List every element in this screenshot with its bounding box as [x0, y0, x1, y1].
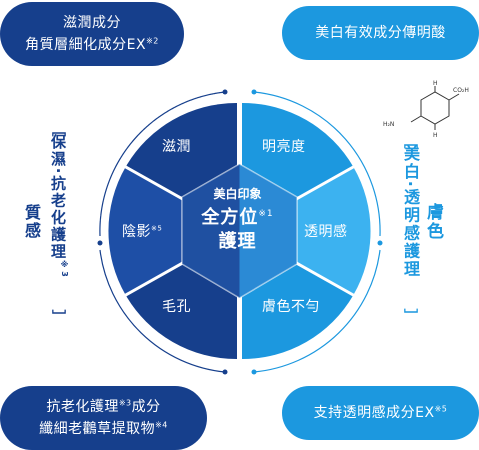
- cyclohexane-ring: [420, 91, 450, 125]
- center-line-2: 全方位※1: [175, 202, 300, 230]
- pill-text: 美白有效成分傳明酸: [315, 25, 446, 41]
- bracket-top-right: ﹇: [404, 135, 418, 151]
- outer-arc-left: [99, 91, 226, 237]
- cell-label-moisture: 滋潤: [162, 139, 191, 155]
- inner-hexagon-left-shade: [182, 164, 240, 298]
- outer-arc-right: [253, 91, 381, 237]
- center-line-3: 護理: [218, 231, 257, 252]
- bond-right: [448, 93, 460, 101]
- pill-whitening-ingredient: 美白有效成分傳明酸: [282, 6, 479, 60]
- bracket-bottom-right: ﹈: [404, 309, 418, 325]
- pill-moisturizing-ingredients: 滋潤成分 角質層細化成分EX※2: [0, 2, 184, 66]
- segment-right: [242, 167, 371, 295]
- inner-hexagon-right-shade: [239, 164, 297, 298]
- bracket-top-left: ﹇: [52, 123, 66, 139]
- arc-dot-l: [97, 240, 103, 246]
- cell-text: 陰影: [122, 224, 151, 240]
- footnote-mark: ※2: [146, 36, 159, 46]
- pill-text: 抗老化護理: [46, 399, 119, 415]
- footnote-mark: ※5: [434, 404, 448, 414]
- cell-label-pores: 毛孔: [162, 299, 191, 315]
- cell-label-clarity: 透明感: [304, 224, 348, 240]
- label-whitening-clarity: 美白‧透明感護理: [401, 145, 420, 279]
- footnote-mark: ※3: [118, 398, 132, 408]
- inner-hexagon-outline: [181, 163, 298, 299]
- footnote-mark: ※5: [151, 224, 163, 233]
- label-moisture-antiaging: 保濕‧抗老化護理※3: [47, 134, 75, 279]
- bracket-bottom-left: ﹈: [52, 310, 66, 326]
- hydrogen-top: H: [433, 80, 438, 87]
- arc-dot-bl: [222, 369, 228, 375]
- pill-text: 角質層細化成分EX: [25, 37, 147, 53]
- center-text: 全方位: [201, 207, 259, 228]
- hydrogen-bottom: H: [433, 132, 438, 139]
- center-line-1: 美白印象: [213, 187, 262, 201]
- pill-antiaging-ingredients: 抗老化護理※3成分 纖細老鸛草提取物※4: [0, 386, 207, 450]
- arc-dot-r: [377, 240, 383, 246]
- cell-label-brightness: 明亮度: [262, 139, 306, 155]
- arc-dot-tr: [251, 89, 257, 95]
- arc-dot-br: [251, 369, 257, 375]
- label-skin-tone: 膚色: [423, 203, 443, 241]
- bond-left: [410, 115, 422, 123]
- cell-label-uneven-tone: 膚色不勻: [262, 299, 320, 315]
- arc-dot-tl: [222, 89, 228, 95]
- pill-clarity-ingredient: 支持透明感成分EX※5: [282, 386, 479, 440]
- footnote-mark: ※1: [258, 209, 274, 219]
- pill-text: 滋潤成分: [63, 15, 121, 31]
- footnote-mark: ※3: [60, 260, 69, 279]
- label-texture: 質感: [22, 204, 41, 240]
- segment-left: [108, 167, 237, 295]
- pill-text: 纖細老鸛草提取物: [39, 421, 156, 437]
- label-text: 保濕‧抗老化護理: [49, 134, 67, 261]
- pill-text: 支持透明感成分EX: [313, 405, 435, 421]
- outer-arc-left-lower: [99, 249, 226, 373]
- footnote-mark: ※4: [155, 420, 168, 430]
- tranexamic-acid-structure-icon: H₂N CO₂H H H: [383, 80, 469, 139]
- outer-arc-right-lower: [253, 249, 381, 373]
- carboxyl-label: CO₂H: [453, 87, 469, 94]
- pill-text: 成分: [131, 399, 161, 415]
- cell-label-shadow: 陰影※5: [122, 221, 162, 241]
- center-title: 美白印象 全方位※1 護理: [175, 186, 300, 254]
- amine-label: H₂N: [383, 121, 394, 128]
